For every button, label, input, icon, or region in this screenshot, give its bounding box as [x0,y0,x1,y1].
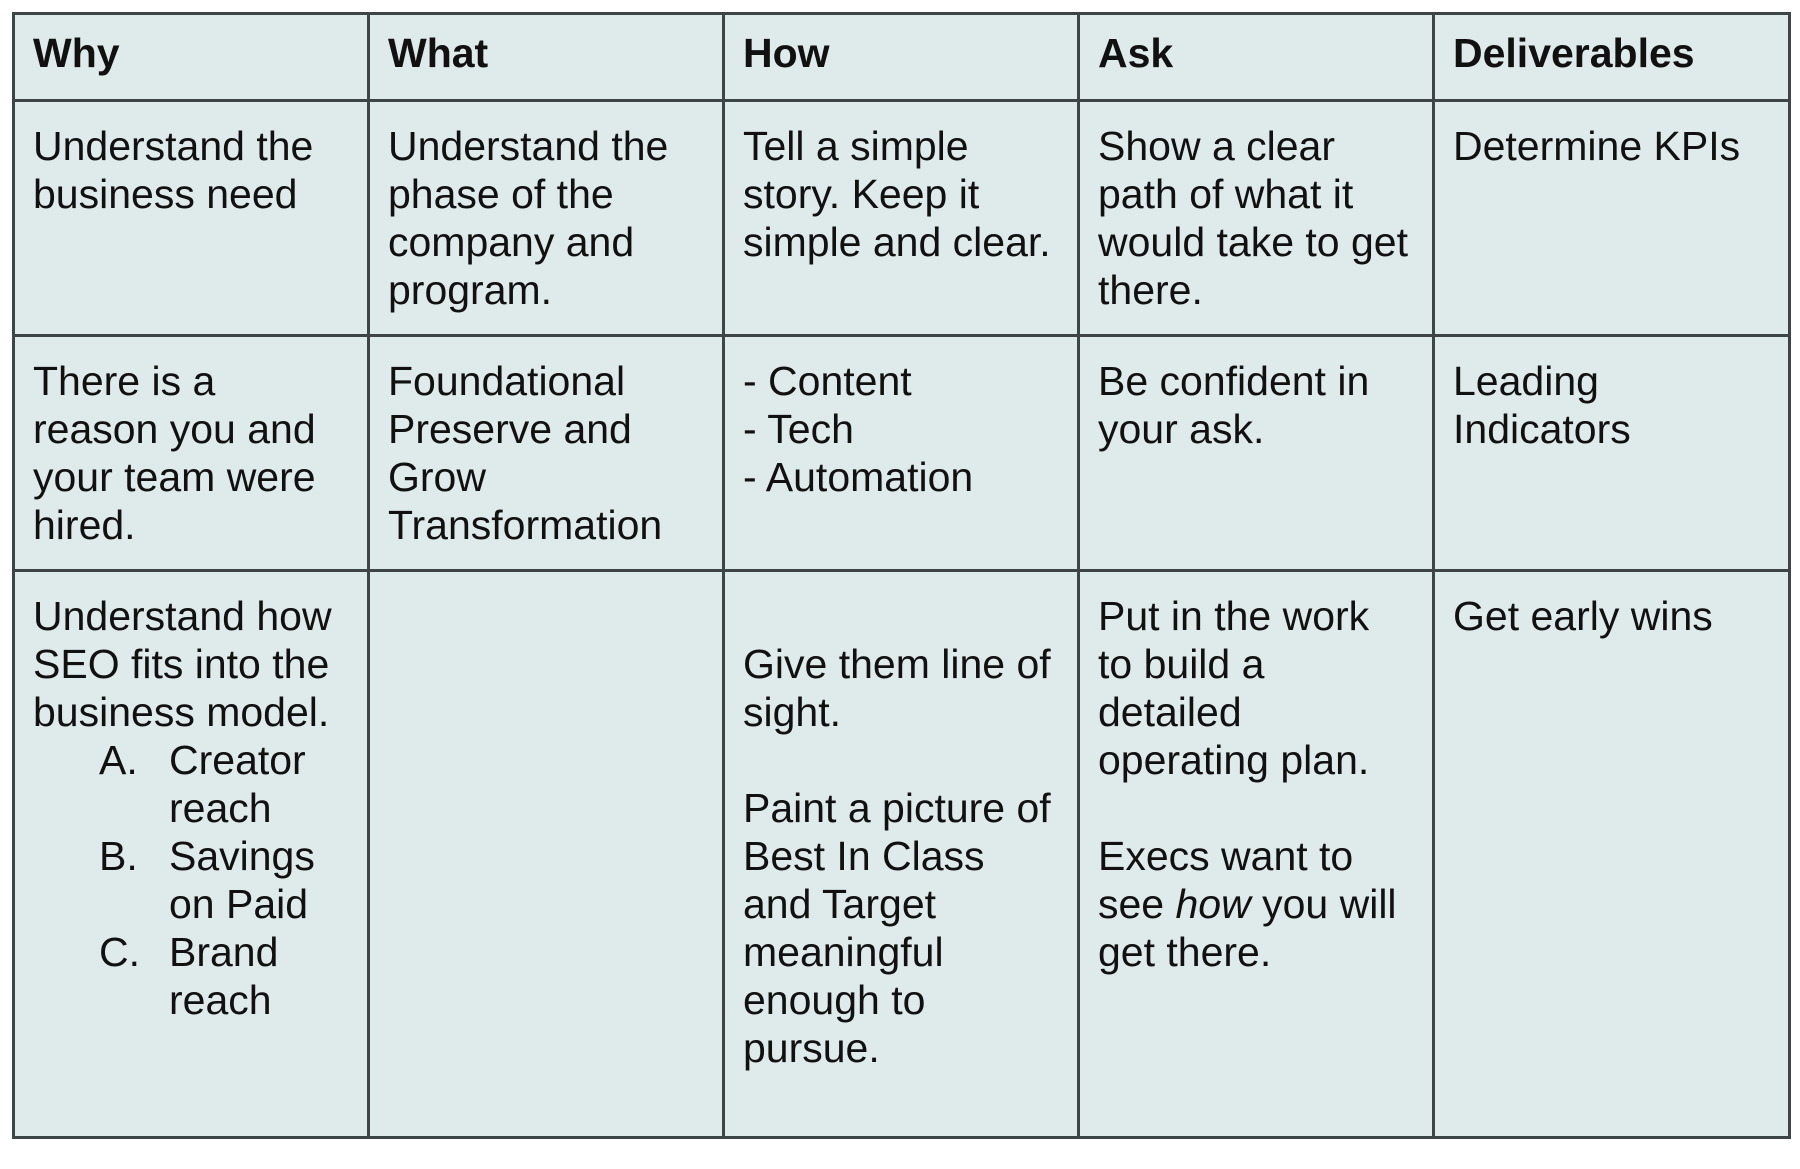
ask-paragraph: Put in the work to build a detailed oper… [1098,593,1370,783]
header-how: How [722,12,1080,102]
phase-item: Transformation [388,502,663,548]
cell-why: There is a reason you and your team were… [12,334,370,572]
how-paragraph: Paint a picture of Best In Class and Tar… [743,785,1051,1071]
cell-why: Understand how SEO fits into the busines… [12,569,370,1139]
header-ask: Ask [1077,12,1435,102]
cell-ask: Show a clear path of what it would take … [1077,99,1435,337]
how-paragraph: Give them line of sight. [743,641,1051,735]
why-intro: Understand how SEO fits into the busines… [33,593,332,735]
table-row: Understand the business need Understand … [12,99,1791,337]
cell-deliverables: Determine KPIs [1432,99,1791,337]
cell-what: Foundational Preserve and Grow Transform… [367,334,725,572]
table-row: Understand how SEO fits into the busines… [12,569,1791,1139]
header-row: Why What How Ask Deliverables [12,12,1791,102]
list-marker: B. [99,833,138,879]
why-list: A. Creator reach B. Savings on Paid C. Bran… [33,736,349,1024]
how-item: - Content [743,358,912,404]
phase-item: Preserve and Grow [388,406,632,500]
header-deliverables: Deliverables [1432,12,1791,102]
list-item-text: Brand reach [169,929,279,1023]
list-item: A. Creator reach [99,736,349,832]
cell-what [367,569,725,1139]
how-item: - Automation [743,454,974,500]
header-what: What [367,12,725,102]
cell-deliverables: Leading Indicators [1432,334,1791,572]
list-item-text: Savings on Paid [169,833,315,927]
cell-how: - Content - Tech - Automation [722,334,1080,572]
cell-ask: Put in the work to build a detailed oper… [1077,569,1435,1139]
table-row: There is a reason you and your team were… [12,334,1791,572]
cell-what: Understand the phase of the company and … [367,99,725,337]
cell-how: Tell a simple story. Keep it simple and … [722,99,1080,337]
ask-paragraph: Execs want to see how you will get there… [1098,833,1397,975]
list-marker: A. [99,737,138,783]
planning-table: Why What How Ask Deliverables Understand… [12,12,1791,1139]
phase-item: Foundational [388,358,626,404]
list-item-text: Creator reach [169,737,306,831]
list-item: B. Savings on Paid [99,832,349,928]
emphasis-how: how [1175,881,1251,927]
cell-deliverables: Get early wins [1432,569,1791,1139]
cell-how: Give them line of sight. Paint a picture… [722,569,1080,1139]
cell-why: Understand the business need [12,99,370,337]
cell-ask: Be confident in your ask. [1077,334,1435,572]
how-item: - Tech [743,406,854,452]
list-item: C. Brand reach [99,928,349,1024]
header-why: Why [12,12,370,102]
list-marker: C. [99,929,140,975]
